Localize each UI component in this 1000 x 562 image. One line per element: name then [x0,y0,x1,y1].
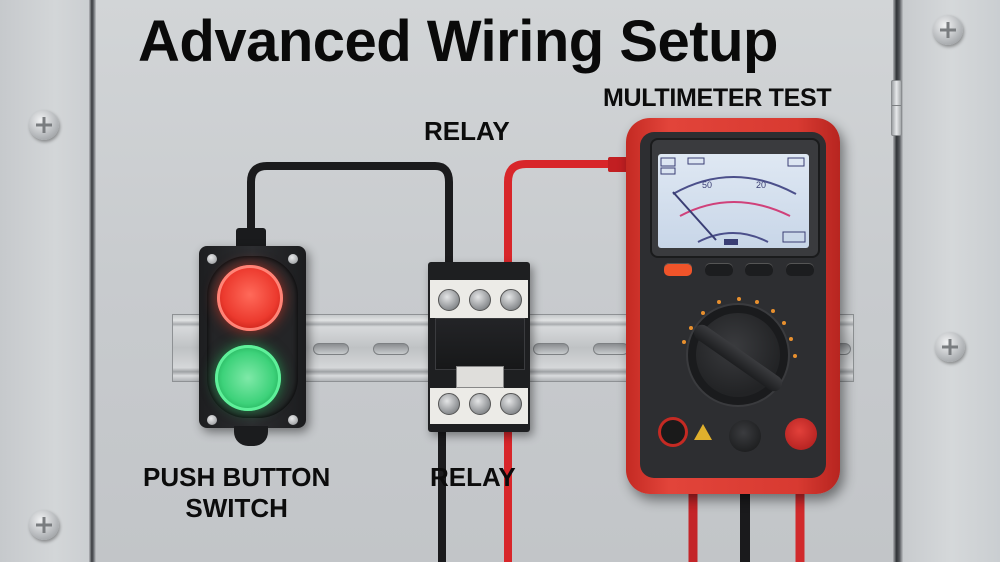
mounting-foot [234,426,268,446]
red-lamp-button[interactable] [217,265,283,331]
mode-button[interactable] [786,263,814,276]
door-hinge [891,80,902,136]
range-marker-icon [701,311,705,315]
relay-core [435,318,525,370]
screw-icon [29,110,59,140]
cable-gland [236,228,266,250]
terminal-screw-icon [500,289,522,311]
com-probe-plug[interactable] [729,420,761,452]
range-marker-icon [782,321,786,325]
screw-icon [207,254,217,264]
voltage-probe-plug[interactable] [785,418,817,450]
input-jack-icon[interactable] [661,420,685,444]
range-marker-icon [771,309,775,313]
function-button[interactable] [705,263,733,276]
terminal-screw-icon [500,393,522,415]
hold-button[interactable] [664,263,692,276]
terminal-screw-icon [469,289,491,311]
svg-text:20: 20 [756,180,766,190]
range-marker-icon [793,354,797,358]
range-marker-icon [717,300,721,304]
range-marker-icon [682,340,686,344]
terminal-screw-icon [438,289,460,311]
screw-icon [207,415,217,425]
relay-indicator-window [456,366,504,388]
label-line: PUSH BUTTON [143,462,331,492]
rail-slot [313,343,349,355]
terminal-screw-icon [438,393,460,415]
screw-icon [288,254,298,264]
screw-icon [288,415,298,425]
screw-icon [933,15,963,45]
label-relay-bottom: RELAY [430,462,516,492]
screw-icon [29,510,59,540]
panel-seam-left [89,0,96,562]
warning-icon [694,424,712,440]
range-marker-icon [789,337,793,341]
cabinet-panel-right [903,0,1000,562]
label-push-button-switch: PUSH BUTTON SWITCH [143,462,330,524]
terminal-screw-icon [469,393,491,415]
screw-icon [935,332,965,362]
svg-text:50: 50 [702,180,712,190]
rail-slot [533,343,569,355]
range-marker-icon [737,297,741,301]
range-button[interactable] [745,263,773,276]
range-marker-icon [755,300,759,304]
analog-gauge-icon: 50 20 [660,157,806,245]
panel-seam-right [893,0,903,562]
range-marker-icon [689,326,693,330]
rail-slot [373,343,409,355]
cabinet-panel-left [0,0,92,562]
label-relay-top: RELAY [424,116,510,146]
multimeter-display: 50 20 [658,154,809,248]
label-multimeter-test: MULTIMETER TEST [603,84,832,112]
green-lamp-button[interactable] [215,345,281,411]
label-line: SWITCH [185,493,288,523]
